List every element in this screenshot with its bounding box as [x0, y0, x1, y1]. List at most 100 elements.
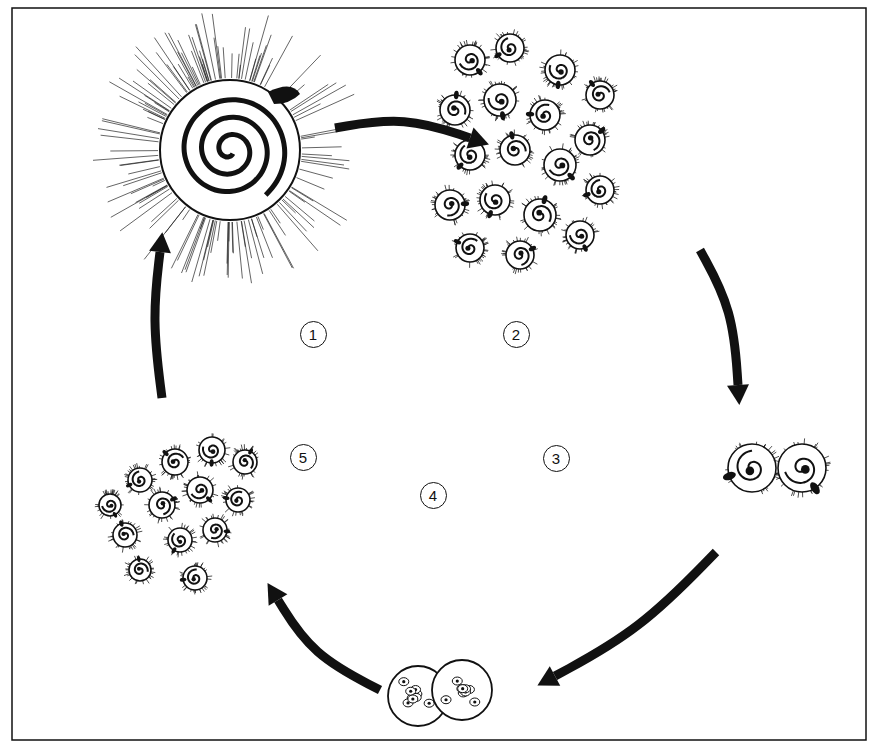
pseudopodia: [774, 438, 831, 497]
shell-aperture: [268, 86, 300, 104]
shell-outline: [545, 55, 575, 85]
arrow-head: [537, 666, 560, 685]
shell-nucleus: [243, 458, 247, 462]
pseudopodia: [124, 463, 157, 495]
callout-number: 3: [552, 451, 560, 466]
small-shell: [477, 181, 515, 221]
small-shell: [490, 29, 529, 65]
cell-nucleus: [473, 700, 476, 703]
small-shell: [163, 523, 197, 558]
cell-nucleus: [428, 702, 431, 705]
shell-coil: [188, 570, 199, 584]
shell-coil: [102, 501, 115, 512]
shell-nucleus: [451, 105, 456, 110]
shell-coil: [231, 492, 242, 506]
small-shell: [124, 555, 155, 584]
pseudopodia: [124, 555, 155, 584]
small-shell: [95, 489, 124, 519]
shell-coil: [508, 141, 526, 155]
pseudopodia: [180, 562, 213, 594]
shell-coil: [191, 485, 206, 498]
callout-number: 2: [512, 327, 520, 342]
shell-outline: [728, 444, 776, 492]
small-shell: [582, 173, 620, 209]
shell-coil: [460, 146, 476, 163]
shell-outline: [99, 494, 121, 516]
arrow-head: [267, 583, 287, 606]
shell-nucleus: [465, 246, 470, 251]
shell-nucleus: [579, 234, 584, 239]
pseudopodia: [452, 232, 489, 268]
shell-outline: [160, 80, 300, 220]
small-shell: [526, 95, 566, 135]
shell-nucleus: [507, 47, 512, 52]
cell-outline: [432, 660, 492, 720]
shell-nucleus: [109, 504, 113, 508]
pseudopodia: [108, 519, 143, 552]
small-shell: [541, 143, 579, 185]
shell-aperture: [487, 209, 494, 219]
pseudopodia: [95, 489, 124, 519]
shell-coil: [536, 105, 550, 122]
shell-nucleus: [449, 201, 454, 206]
cell-nucleus: [409, 690, 412, 693]
shell-outline: [456, 234, 484, 262]
cell-nucleus: [461, 687, 464, 690]
cycle-arrow: [278, 600, 380, 690]
shell-outline: [530, 100, 560, 130]
adult-shell: [93, 13, 354, 283]
small-shell: [520, 195, 561, 237]
shell-aperture: [499, 111, 506, 121]
pseudopodia: [582, 76, 618, 112]
shell-aperture: [161, 449, 169, 457]
shell-coil: [501, 38, 515, 55]
shell-nucleus: [596, 189, 601, 194]
shell-outline: [506, 241, 534, 269]
shell-aperture: [223, 496, 230, 501]
shell-outline: [496, 34, 524, 62]
callout-number: 1: [309, 327, 317, 342]
small-shell: [200, 514, 232, 547]
shell-coil: [592, 180, 606, 197]
shell-aperture: [247, 448, 254, 456]
shell-coil: [462, 239, 477, 254]
shell-coil: [515, 248, 529, 265]
pseudopodia: [451, 40, 491, 78]
shell-nucleus: [121, 532, 125, 536]
small-shell: [159, 445, 191, 481]
cell: [408, 695, 418, 703]
shell-aperture: [180, 577, 187, 582]
shell-aperture: [137, 556, 141, 563]
shell-aperture: [808, 480, 822, 495]
arrow-head: [466, 128, 488, 149]
shell-nucleus: [200, 488, 205, 493]
pseudopodia: [228, 444, 258, 479]
small-shell: [495, 130, 534, 168]
pseudopodia: [477, 181, 515, 221]
shell-coil: [738, 451, 761, 480]
small-shell: [437, 91, 474, 129]
shell-outline: [500, 135, 530, 165]
small-shell: [722, 442, 781, 494]
small-shell: [539, 50, 578, 90]
shell-coil: [203, 446, 218, 458]
shell-aperture: [541, 195, 548, 205]
shell-nucleus: [518, 251, 523, 256]
small-shell: [582, 76, 618, 112]
shell-nucleus: [559, 163, 565, 169]
small-shell: [144, 487, 180, 524]
shell-outline: [440, 95, 470, 125]
pseudopodia: [478, 81, 519, 121]
cycle-arrow: [700, 250, 738, 385]
cycle-arrow: [555, 552, 716, 676]
shell-nucleus: [493, 199, 498, 204]
shell-nucleus: [192, 577, 196, 581]
shell-aperture: [118, 520, 124, 528]
cell-mass: [388, 660, 492, 726]
callout-circle: 3: [543, 445, 570, 472]
shell-coil: [485, 193, 502, 208]
shell-outline: [128, 468, 152, 492]
callout-number: 5: [299, 450, 307, 465]
shell-outline: [162, 449, 188, 475]
shell-outline: [168, 528, 192, 552]
